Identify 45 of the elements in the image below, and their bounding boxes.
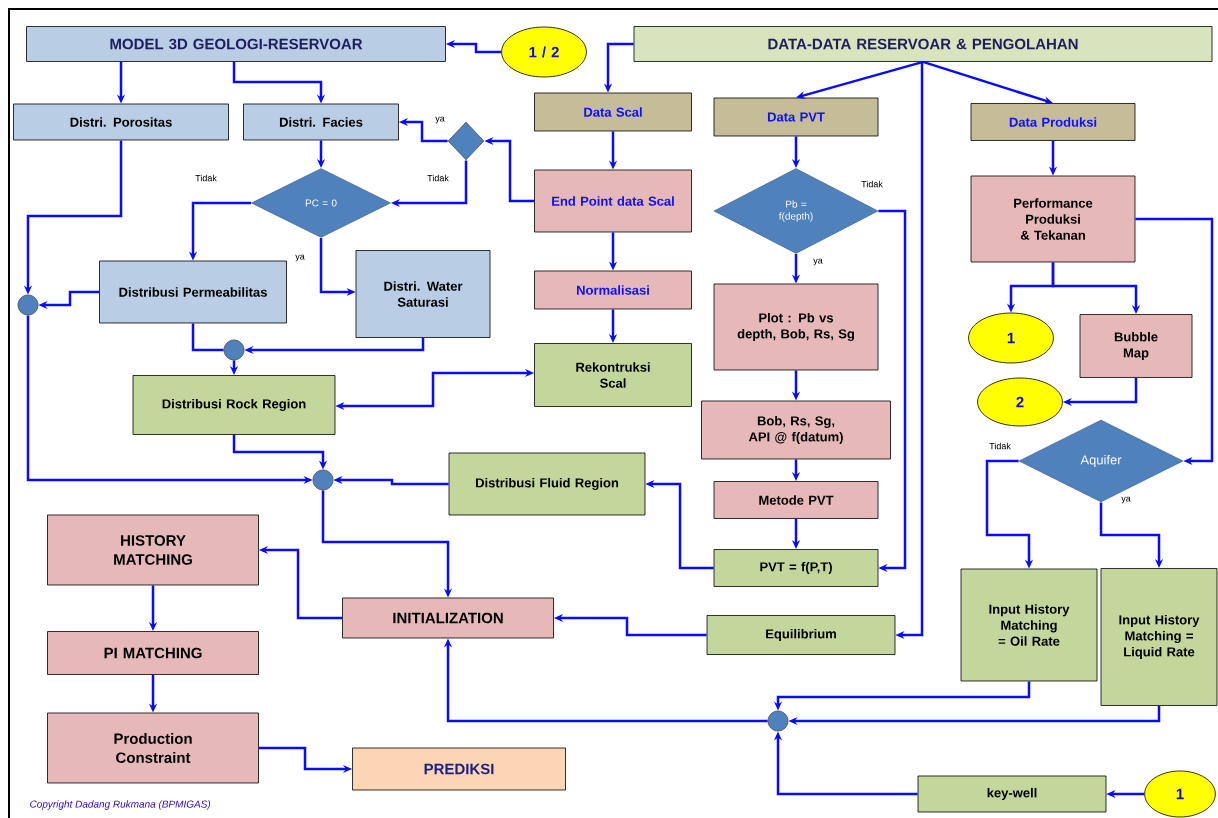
process-box: Production Constraint	[47, 712, 259, 784]
process-box: PREDIKSI	[352, 747, 566, 791]
arrow	[191, 323, 224, 352]
process-box: Distri. Water Saturasi	[355, 250, 491, 338]
edge-label: Tidak	[989, 442, 1011, 450]
process-box: Distribusi Fluid Region	[448, 452, 646, 516]
data-box: Data Scal	[534, 92, 692, 132]
process-box: Distribusi Rock Region	[132, 375, 336, 435]
process-box: INITIALIZATION	[342, 597, 554, 639]
arrow	[878, 209, 907, 573]
junction-circle	[767, 710, 789, 732]
edge-label: ya	[295, 254, 305, 262]
process-box: Input History Matching = Liquid Rate	[1100, 568, 1218, 706]
process-box: Bubble Map	[1079, 314, 1193, 378]
copyright-note: Copyright Dadang Rukmana (BPMIGAS)	[30, 800, 211, 810]
process-box: HISTORY MATCHING	[47, 514, 259, 586]
junction-circle	[312, 469, 334, 491]
data-box: Data PVT	[713, 97, 879, 137]
edge-label: ya	[1121, 496, 1131, 504]
process-box: Distribusi Permeabilitas	[99, 260, 287, 324]
process-box: Performance Produksi & Tekanan	[970, 175, 1136, 263]
process-box: End Point data Scal	[534, 169, 692, 233]
process-box: Bob, Rs, Sg, API @ f(datum)	[701, 400, 891, 460]
process-box: PI MATCHING	[47, 631, 259, 675]
process-box: Equilibrium	[706, 615, 896, 655]
process-box: key-well	[917, 775, 1107, 813]
edge-label: Tidak	[195, 174, 217, 182]
edge-label: ya	[435, 116, 445, 124]
arrow	[1135, 217, 1214, 466]
process-box: Distri. Facies	[243, 103, 399, 141]
edge-label: ya	[813, 258, 823, 266]
process-box: Plot : Pb vs depth, Bob, Rs, Sg	[713, 283, 879, 371]
decision-diamond	[447, 121, 485, 161]
junction-circle	[223, 339, 245, 361]
process-box: Distri. Porositas	[13, 103, 229, 141]
process-box: PVT = f(P,T)	[713, 549, 879, 587]
header-box: MODEL 3D GEOLOGI-RESERVOAR	[26, 26, 446, 62]
junction-circle	[17, 294, 39, 316]
process-box: Metode PVT	[713, 481, 879, 519]
process-box: Normalisasi	[534, 270, 692, 310]
process-box: Rekontruksi Scal	[534, 343, 692, 407]
data-box: Data Produksi	[970, 103, 1136, 141]
edge-label: Tidak	[427, 174, 449, 182]
header-box: DATA-DATA RESERVOAR & PENGOLAHAN	[633, 26, 1213, 62]
process-box: Input History Matching = Oil Rate	[960, 568, 1098, 682]
